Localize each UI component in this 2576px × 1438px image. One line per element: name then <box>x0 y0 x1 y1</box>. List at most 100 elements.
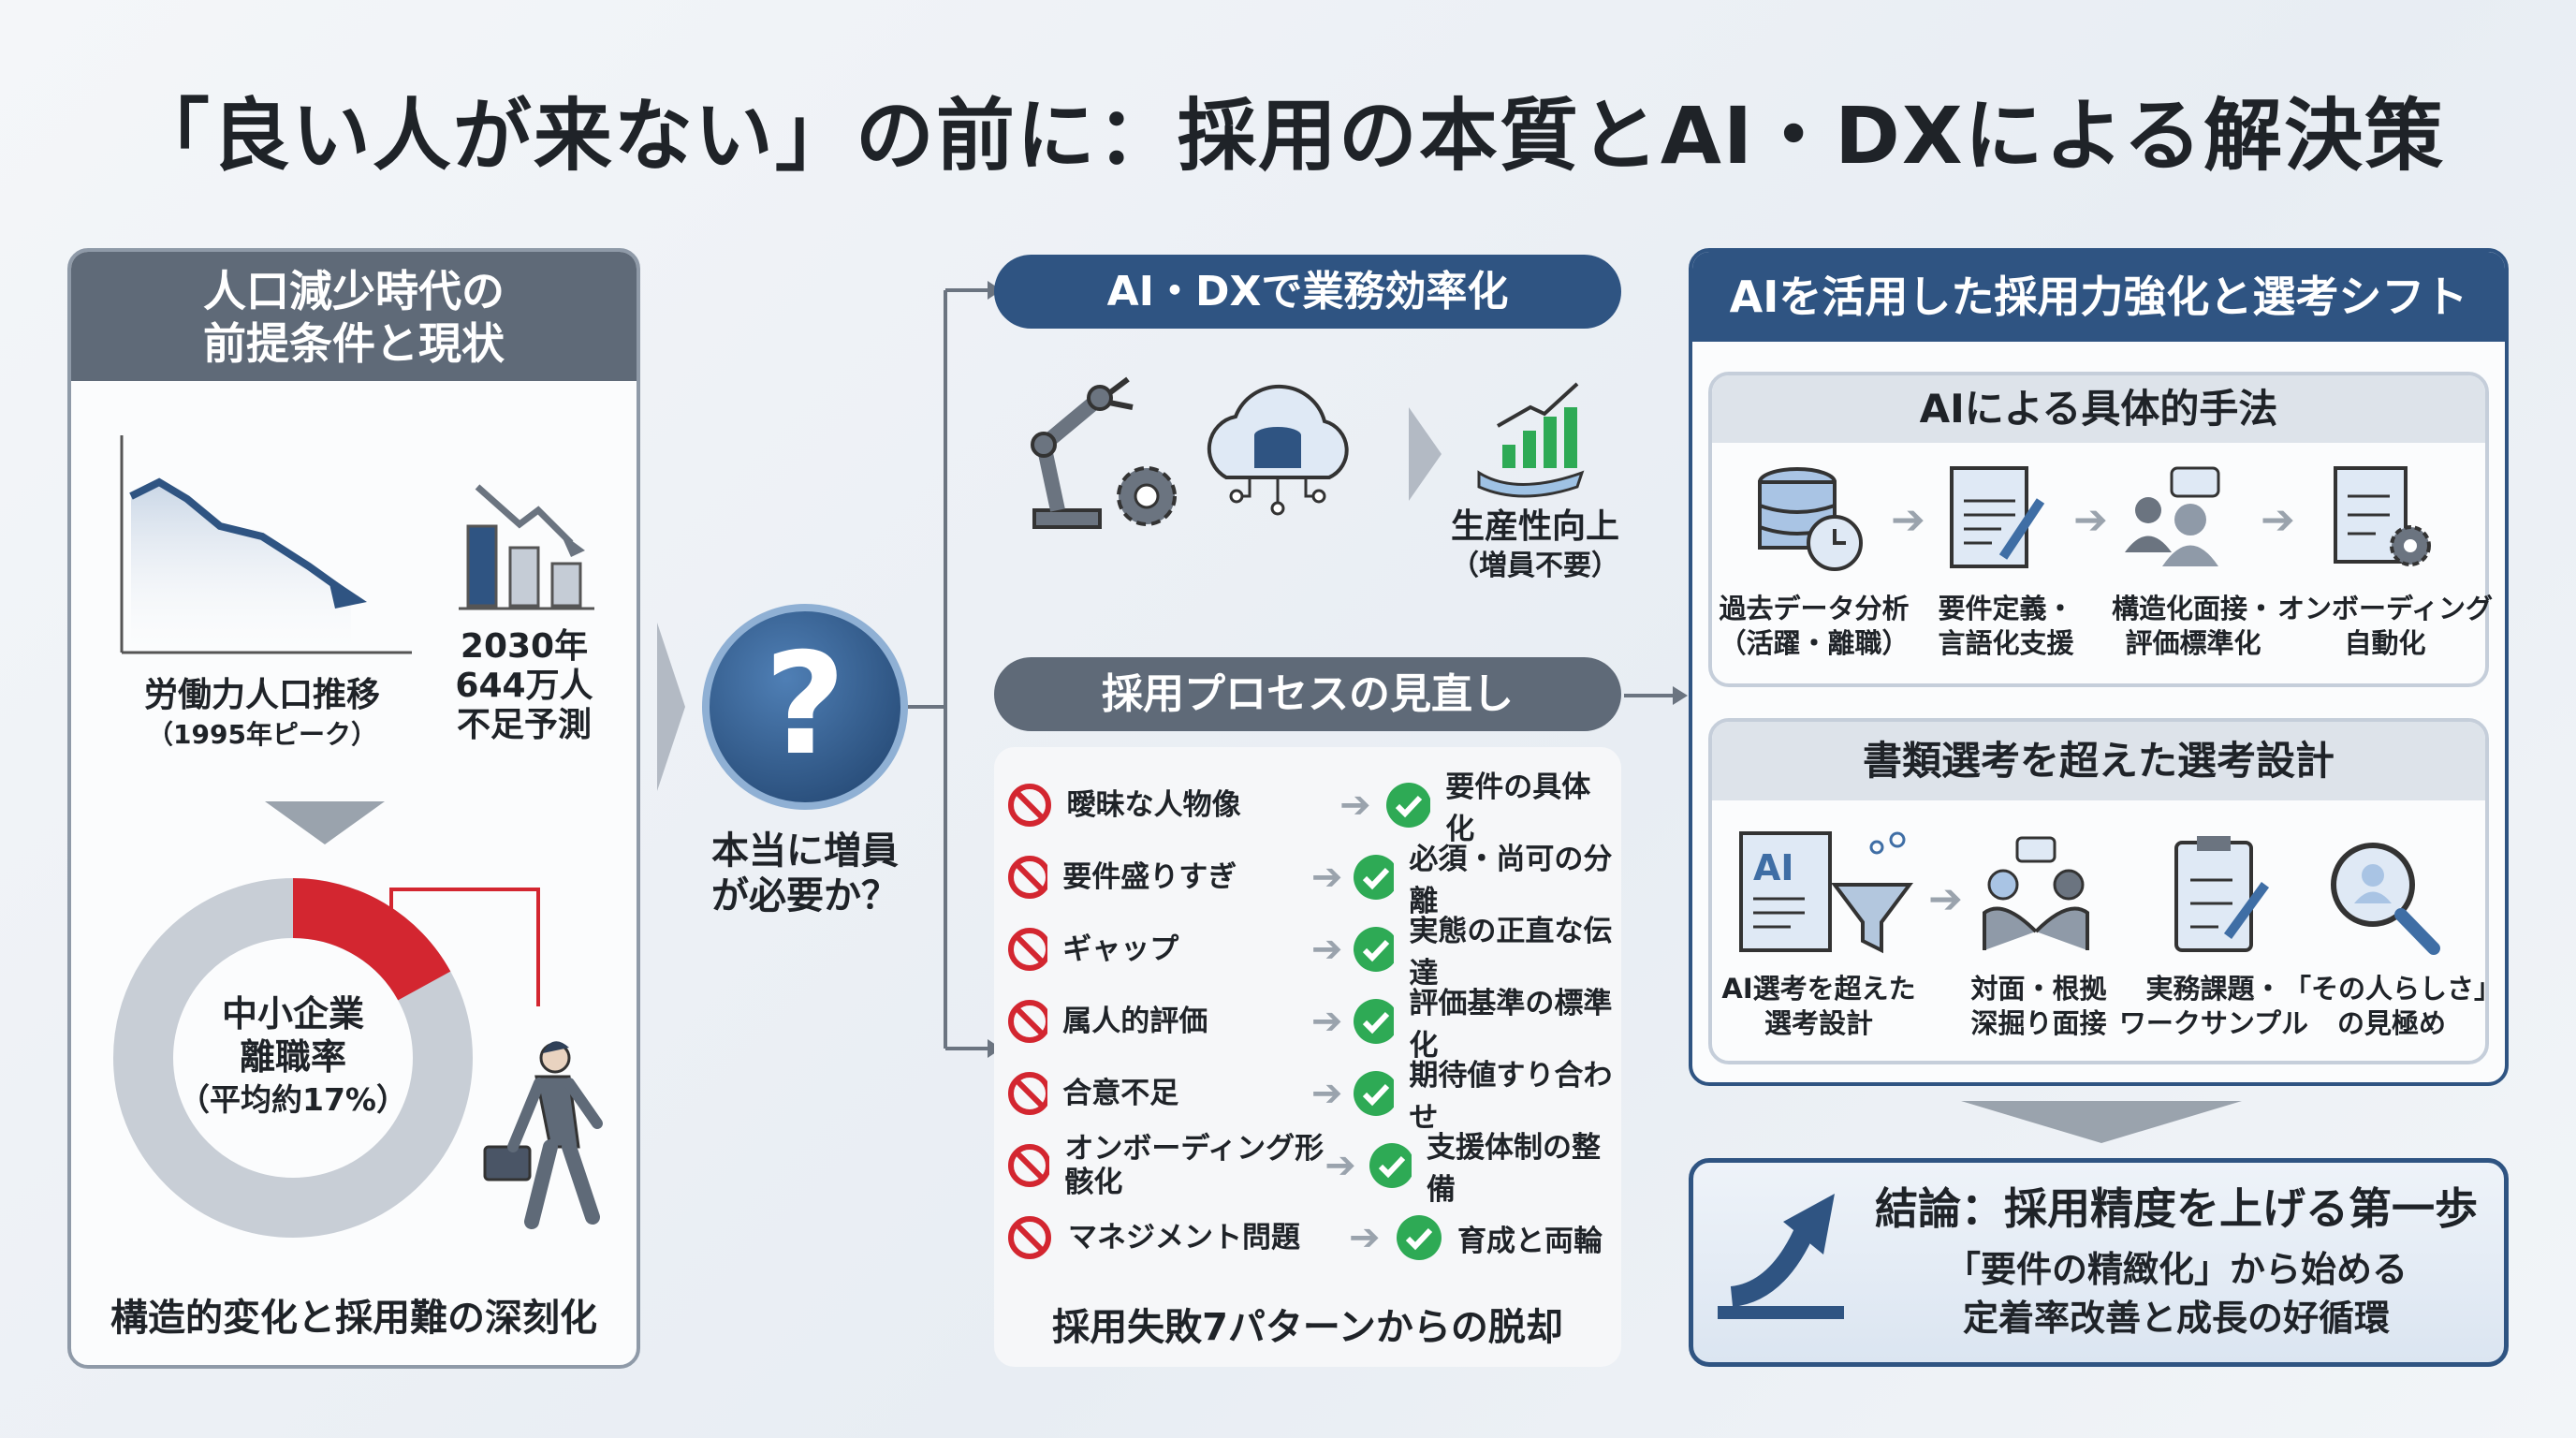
selection-item: 「その人らしさ」の見極め <box>2284 972 2502 1041</box>
turnover-donut <box>113 878 603 1238</box>
donut-label: 中小企業 離職率 （平均約17%） <box>171 992 415 1122</box>
down-arrow-icon <box>265 801 385 844</box>
selection-item: 対面・根拠深掘り面接 <box>1931 972 2146 1041</box>
solution: 実態の正直な伝達 <box>1409 915 1613 990</box>
methods-item: 過去データ分析（活躍・離職） <box>1706 592 1922 661</box>
solution: 要件の具体化 <box>1445 770 1591 846</box>
check-icon <box>1354 999 1395 1044</box>
trend-line <box>129 477 344 594</box>
selection-header: 書類選考を超えた選考設計 <box>1712 722 2485 800</box>
solution: 期待値すり合わせ <box>1409 1059 1613 1135</box>
item-line: ワークサンプル <box>2118 1007 2309 1039</box>
item-line: 対面・根拠 <box>1970 973 2107 1005</box>
failure-pattern: 合意不足 <box>1062 1077 1179 1110</box>
shortage-year: 2030年 <box>460 627 589 666</box>
labor-label: 労働力人口推移 （1995年ピーク） <box>112 676 412 755</box>
branch-connector <box>903 281 1002 1058</box>
arrow-right-icon: ➔ <box>1310 1000 1343 1043</box>
handshake-icon <box>1983 836 2089 950</box>
growth-arrow-icon <box>1718 1194 1844 1319</box>
chart-area <box>131 482 351 651</box>
selection-icons: AI ➔ <box>1739 831 2440 955</box>
process-row: 要件盛りすぎ ➔ 必須・尚可の分離 <box>1006 843 1615 918</box>
question-text: 本当に増員 が必要か？ <box>693 829 917 918</box>
solution: 必須・尚可の分離 <box>1409 843 1613 918</box>
callout-line <box>389 888 540 1006</box>
ai-doc-text: AI <box>1753 847 1794 888</box>
item-line: 深掘り面接 <box>1970 1007 2107 1039</box>
database-clock-icon <box>1758 467 1863 571</box>
process-row: オンボーディング形骸化 ➔ 支援体制の整備 <box>1006 1131 1615 1207</box>
failure-pattern: オンボーディング形骸化 <box>1064 1132 1325 1199</box>
item-line: 言語化支援 <box>1938 627 2074 659</box>
ai-document-filter-icon: AI <box>1739 831 1913 954</box>
failure-pattern: ギャップ <box>1062 932 1179 966</box>
conclusion-line: 定着率改善と成長の好循環 <box>1962 1298 2390 1339</box>
dx-result: 生産性向上 （増員不要） <box>1423 507 1647 586</box>
question-icon: ? <box>702 604 908 810</box>
check-icon <box>1368 1143 1412 1188</box>
item-line: 要件定義・ <box>1938 593 2074 624</box>
labor-subtitle: （1995年ピーク） <box>147 719 377 750</box>
right-panel-header: AIを活用した採用力強化と選考シフト <box>1692 252 2505 342</box>
donut-label-line: （平均約17%） <box>179 1081 407 1118</box>
clipboard-task-icon <box>2174 836 2270 952</box>
conclusion-line: 「要件の精緻化」から始める <box>1944 1249 2408 1290</box>
prohibited-icon <box>1008 856 1048 899</box>
check-icon <box>1385 783 1431 828</box>
prohibited-icon <box>1008 1072 1048 1115</box>
productivity-growth-icon <box>1477 382 1585 498</box>
checklist-gear-icon <box>2334 466 2431 566</box>
process-row: 合意不足 ➔ 期待値すり合わせ <box>1006 1059 1615 1135</box>
bar <box>466 524 498 608</box>
dx-result-title: 生産性向上 <box>1450 507 1619 546</box>
process-footer: 採用失敗7パターンからの脱却 <box>1052 1306 1563 1349</box>
donut-label-line: 離職率 <box>239 1036 346 1078</box>
arrow-right-icon: ➔ <box>1349 1216 1381 1259</box>
header-line: 人口減少時代の <box>203 266 505 316</box>
check-icon <box>1354 855 1395 900</box>
dx-icons <box>1031 376 1442 529</box>
process-row: 曖昧な人物像 ➔ 要件の具体化 <box>1006 770 1615 846</box>
question-line: 本当に増員 <box>711 829 899 873</box>
process-row: マネジメント問題 ➔ 育成と両輪 <box>1006 1205 1615 1270</box>
labor-title: 労働力人口推移 <box>143 676 380 714</box>
arrow-right-icon: ➔ <box>1339 784 1371 827</box>
methods-box: AIによる具体的手法 <box>1708 372 2489 687</box>
process-box <box>994 747 1621 1367</box>
failure-pattern: 要件盛りすぎ <box>1062 860 1237 894</box>
item-line: 「その人らしさ」 <box>2284 973 2502 1005</box>
chevron-right-icon <box>657 623 685 791</box>
down-arrow-icon <box>1961 1101 2242 1143</box>
item-line: （活躍・離職） <box>1719 627 1910 659</box>
methods-icons: ➔ ➔ ➔ <box>1758 466 2431 571</box>
arrow-icon: ➔ <box>1891 496 1925 544</box>
arrow-icon: ➔ <box>2073 496 2108 544</box>
selection-item: 実務課題・ワークサンプル <box>2106 972 2321 1041</box>
dx-header: AI・DXで業務効率化 <box>994 255 1621 329</box>
interview-people-icon <box>2125 466 2220 566</box>
labor-line-chart <box>120 435 412 654</box>
item-line: の見極め <box>2336 1007 2446 1039</box>
gear-icon <box>1117 466 1177 526</box>
walking-businessman-icon <box>483 1041 603 1229</box>
trend-arrowhead <box>328 576 367 609</box>
process-row: 属人的評価 ➔ 評価基準の標準化 <box>1006 987 1615 1063</box>
item-line: AI選考を超えた <box>1721 973 1916 1005</box>
methods-item: オンボーディング自動化 <box>2277 592 2493 661</box>
arrow-right-icon <box>1624 686 1688 705</box>
dx-result-sub: （増員不要） <box>1451 550 1619 582</box>
process-row: ギャップ ➔ 実態の正直な伝達 <box>1006 915 1615 990</box>
arrow-right-icon: ➔ <box>1310 856 1343 899</box>
prohibited-icon <box>1008 1000 1048 1043</box>
bar <box>508 546 540 608</box>
arrow-right-icon: ➔ <box>1310 928 1343 971</box>
arrowhead <box>560 532 585 557</box>
donut-label-line: 中小企業 <box>221 993 364 1034</box>
chevron-right-icon <box>1409 407 1442 501</box>
arrow-icon: ➔ <box>2261 496 2295 544</box>
left-panel-header: 人口減少時代の 前提条件と現状 <box>71 252 637 381</box>
prohibited-icon <box>1008 928 1048 971</box>
shortage-amount: 644万人 <box>455 667 593 705</box>
solution: 支援体制の整備 <box>1426 1131 1601 1207</box>
